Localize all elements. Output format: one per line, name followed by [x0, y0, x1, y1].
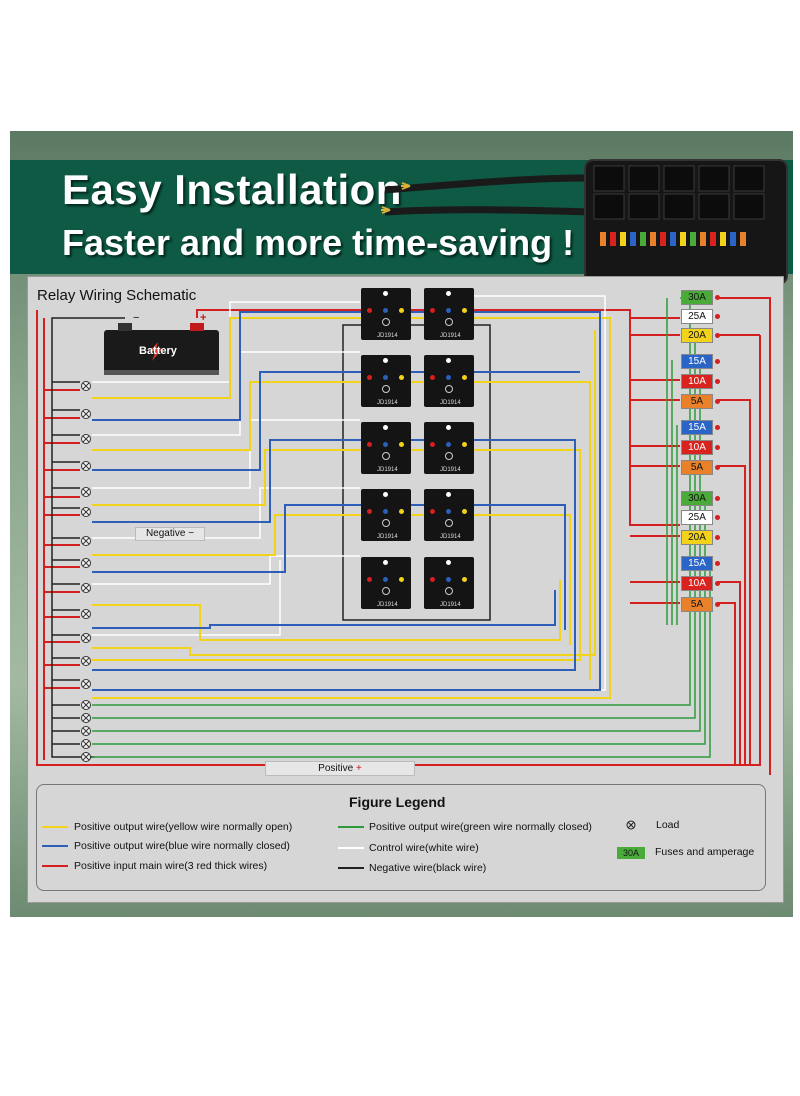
battery-positive-sign: + [200, 312, 207, 324]
relay-label: JD1914 [440, 467, 461, 473]
load-symbol [81, 752, 91, 762]
fuse-terminal [715, 314, 720, 319]
relay-label: JD1914 [440, 400, 461, 406]
fuse-terminal [715, 602, 720, 607]
load-symbol [81, 381, 91, 391]
relay-label: JD1914 [377, 333, 398, 339]
legend-green-wire: Positive output wire(green wire normally… [369, 821, 592, 833]
fuse: 10A [681, 374, 720, 389]
fuse: 30A [681, 491, 720, 506]
legend-title: Figure Legend [349, 794, 446, 810]
legend-load: Load [656, 819, 680, 831]
load-symbol [81, 487, 91, 497]
legend-fuse-sample: 30A [617, 847, 645, 859]
fuse: 15A [681, 556, 720, 571]
relay-label: JD1914 [377, 602, 398, 608]
page-subtitle: Faster and more time-saving ! [62, 222, 575, 263]
fuse: 5A [681, 394, 720, 409]
fuse-terminal [715, 515, 720, 520]
relay: JD1914 [424, 557, 474, 609]
load-symbol [81, 507, 91, 517]
fuse: 30A [681, 290, 720, 305]
battery-negative-sign: − [133, 312, 140, 324]
fuse-terminal [715, 425, 720, 430]
positive-bus-text: Positive [318, 763, 354, 774]
negative-bus-label: Negative − [135, 527, 205, 541]
fuse: 5A [681, 597, 720, 612]
schematic-title: Relay Wiring Schematic [37, 287, 197, 304]
relay: JD1914 [424, 288, 474, 340]
relay: JD1914 [361, 355, 411, 407]
battery-label: Battery [139, 345, 177, 357]
figure-legend [36, 784, 766, 891]
fuse: 25A [681, 309, 720, 324]
battery-symbol [104, 323, 219, 375]
fuse-terminal [715, 535, 720, 540]
relay: JD1914 [361, 288, 411, 340]
fuse: 15A [681, 354, 720, 369]
relay-label: JD1914 [377, 467, 398, 473]
fuse-terminal [715, 581, 720, 586]
legend-red-wire: Positive input main wire(3 red thick wir… [74, 860, 268, 872]
fuse-terminal [715, 379, 720, 384]
fuse-terminal [715, 399, 720, 404]
load-symbol [81, 656, 91, 666]
fuse-terminal [715, 295, 720, 300]
load-symbol [81, 713, 91, 723]
legend-yellow-wire: Positive output wire(yellow wire normall… [74, 821, 293, 833]
load-symbol [81, 409, 91, 419]
fuse: 10A [681, 440, 720, 455]
fuse-terminal [715, 445, 720, 450]
fuse-terminal [715, 333, 720, 338]
legend-black-wire: Negative wire(black wire) [369, 862, 487, 874]
fuse: 20A [681, 530, 720, 545]
load-symbol [81, 679, 91, 689]
relay: JD1914 [424, 422, 474, 474]
load-symbol [81, 700, 91, 710]
fuse: 5A [681, 460, 720, 475]
fuse: 10A [681, 576, 720, 591]
positive-bus-sign: + [355, 763, 362, 774]
relay-label: JD1914 [440, 602, 461, 608]
fuse: 25A [681, 510, 720, 525]
page-title: Easy Installation [62, 166, 402, 213]
relay-label: JD1914 [440, 534, 461, 540]
load-symbol [81, 461, 91, 471]
relay-label: JD1914 [440, 333, 461, 339]
fuse-terminal [715, 465, 720, 470]
relay-label: JD1914 [377, 400, 398, 406]
load-symbol [81, 739, 91, 749]
positive-bus-label: Positive + [265, 761, 415, 776]
load-symbol [81, 536, 91, 546]
relay-label: JD1914 [377, 534, 398, 540]
load-symbol [81, 583, 91, 593]
legend-blue-wire: Positive output wire(blue wire normally … [74, 840, 290, 852]
load-symbol [81, 609, 91, 619]
fuse: 15A [681, 420, 720, 435]
relay: JD1914 [361, 422, 411, 474]
legend-white-wire: Control wire(white wire) [369, 842, 479, 854]
relay: JD1914 [424, 489, 474, 541]
load-symbol [81, 558, 91, 568]
legend-fuse: Fuses and amperage [655, 846, 755, 858]
fuse-terminal [715, 359, 720, 364]
fuse: 20A [681, 328, 720, 343]
fuse-terminal [715, 496, 720, 501]
load-symbol [81, 633, 91, 643]
relay: JD1914 [424, 355, 474, 407]
load-symbol [81, 434, 91, 444]
fuse-terminal [715, 561, 720, 566]
relay: JD1914 [361, 489, 411, 541]
load-symbol [81, 726, 91, 736]
relay: JD1914 [361, 557, 411, 609]
